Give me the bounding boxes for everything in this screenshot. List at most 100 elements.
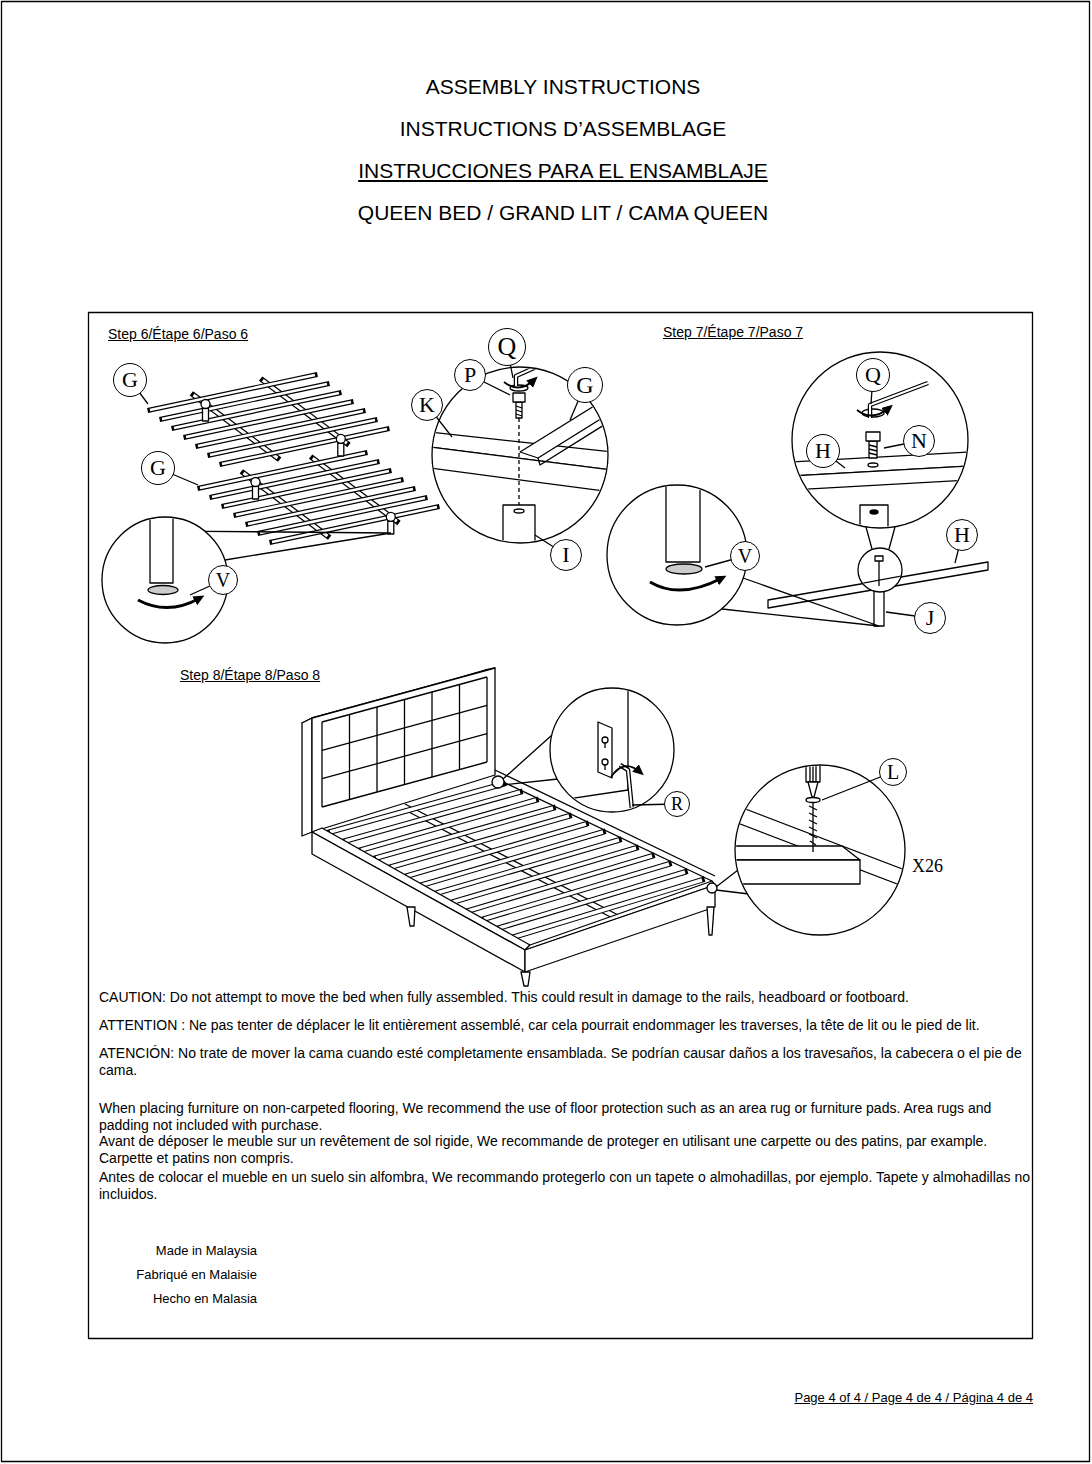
bolt-detail: [516, 360, 552, 386]
callout-letter-circle: Q: [488, 328, 526, 366]
bolt-detail: [514, 509, 524, 513]
bolt-detail: [869, 441, 877, 458]
bracket-detail: [604, 765, 605, 770]
slat-frame: [150, 375, 387, 464]
magnifier-link: [866, 527, 895, 549]
callout-letter: J: [926, 607, 935, 629]
bolt-detail: [875, 556, 883, 561]
bed-illustration: [521, 972, 530, 986]
leg-detail: [666, 480, 700, 562]
bolt-detail: [878, 561, 879, 586]
leg-foot: [253, 486, 259, 499]
caution-note: ATTENTION : Ne pas tenter de déplacer le…: [99, 1017, 1034, 1034]
callout-letter: R: [671, 795, 683, 813]
caution-note: CAUTION: Do not attempt to move the bed …: [99, 989, 1034, 1006]
screw-detail: [809, 802, 817, 852]
bolt-detail: [792, 466, 968, 490]
page-heading: QUEEN BED / GRAND LIT / CAMA QUEEN: [163, 200, 963, 225]
callout-letter-circle: G: [113, 363, 147, 397]
origin-note: Made in Malaysia: [100, 1243, 257, 1259]
leader-line: [130, 347, 585, 595]
bolt-detail: [866, 432, 880, 441]
magnifier-link: [205, 531, 391, 560]
leg-foot: [388, 521, 394, 534]
screw-detail: [806, 798, 820, 803]
callout-letter: Q: [865, 364, 881, 386]
bed-illustration: [407, 907, 415, 926]
callout-letter: H: [815, 440, 831, 462]
bolt-detail: [538, 420, 612, 465]
screw-detail: [735, 860, 860, 884]
bolt-detail: [516, 406, 522, 416]
callout-letter-circle: R: [664, 791, 690, 817]
bed-illustration: [322, 677, 487, 807]
callout-letter-circle: P: [454, 359, 486, 391]
bed-illustration: [302, 668, 717, 986]
bolt-detail: [792, 383, 968, 540]
bed-illustration: [707, 883, 717, 893]
bolt-detail: [857, 408, 889, 416]
slat-frame: [200, 453, 437, 542]
leg-detail: [138, 598, 200, 608]
bolt-detail: [513, 393, 525, 402]
floor-note: When placing furniture on non-carpeted f…: [99, 1100, 1034, 1134]
leg-detail: [650, 578, 722, 590]
step-label: Step 8/Étape 8/Paso 8: [180, 667, 320, 684]
screw-detail: [810, 745, 816, 782]
callout-letter-circle: Q: [856, 358, 890, 392]
bed-illustration: [322, 677, 487, 807]
callout-letter: L: [887, 762, 899, 782]
bracket-detail: [598, 722, 612, 778]
callout-letter-circle: J: [914, 602, 946, 634]
callout-letter-circle: H: [806, 434, 840, 468]
page-heading: INSTRUCTIONS D’ASSEMBLAGE: [163, 116, 963, 141]
leg-foot: [338, 443, 344, 456]
callout-letter-circle: V: [730, 541, 760, 571]
side-rail: [874, 590, 884, 626]
bolt-detail: [430, 360, 612, 565]
callout-letter: G: [150, 457, 166, 479]
bolt-detail: [503, 505, 535, 565]
leg-detail: [666, 564, 702, 574]
bed-illustration: [525, 885, 715, 972]
screw-detail: [735, 805, 905, 887]
callout-letter-circle: G: [141, 451, 175, 485]
callout-letter-circle: K: [411, 389, 443, 421]
step-label: Step 6/Étape 6/Paso 6: [108, 326, 248, 343]
caution-note: ATENCIÓN: No trate de mover la cama cuan…: [99, 1045, 1034, 1079]
callout-letter-circle: G: [567, 367, 603, 403]
callout-letter: P: [464, 364, 476, 386]
callout-letter: V: [216, 570, 230, 590]
origin-note: Fabriqué en Malaisie: [100, 1267, 257, 1283]
page-heading: INSTRUCCIONES PARA EL ENSAMBLAJE: [163, 158, 963, 183]
bracket-detail: [548, 686, 640, 830]
quantity-label: X26: [912, 856, 943, 878]
screw-detail: [808, 782, 818, 797]
callout-letter-circle: V: [208, 565, 238, 595]
leg-foot: [201, 400, 395, 535]
bolt-detail: [430, 447, 612, 492]
callout-letter: N: [911, 430, 927, 452]
leg-foot: [386, 512, 395, 521]
bolt-detail: [504, 380, 534, 388]
bed-illustration: [302, 718, 312, 836]
leader-line: [705, 375, 962, 618]
slat-frame: [200, 453, 437, 542]
callout-letter: I: [562, 544, 569, 566]
bolt-detail: [858, 576, 902, 584]
callout-letter-circle: H: [946, 519, 978, 551]
magnifier-link: [503, 735, 558, 785]
origin-note: Hecho en Malasia: [100, 1291, 257, 1307]
leg-detail: [138, 505, 200, 608]
screw-detail: [735, 846, 860, 860]
bracket-detail: [548, 686, 628, 802]
floor-note: Avant de déposer le meuble sur un revête…: [99, 1133, 1034, 1167]
callout-letter: K: [419, 394, 435, 416]
bolt-detail: [516, 360, 552, 386]
callout-letter: Q: [498, 334, 517, 360]
callout-letter: G: [576, 373, 593, 397]
bed-illustration: [312, 832, 525, 972]
